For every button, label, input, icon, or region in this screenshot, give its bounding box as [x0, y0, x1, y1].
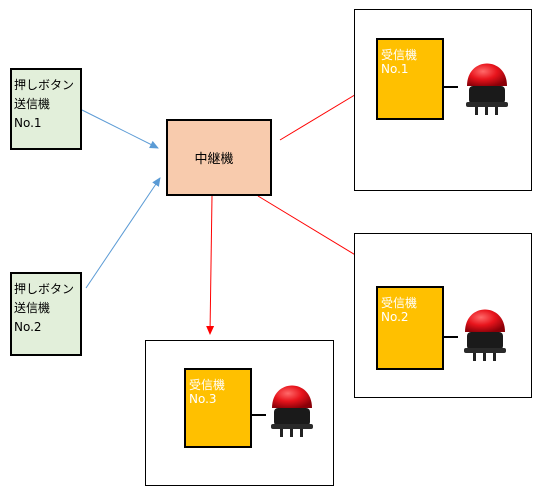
receiver-1-connector [444, 86, 458, 88]
transmitter-1-line3: No.1 [14, 116, 42, 130]
transmitter-1-line1: 押しボタン [14, 78, 75, 92]
receiver-3-line2: No.3 [189, 392, 217, 406]
receiver-1-box: 受信機 No.1 [376, 38, 444, 120]
transmitter-2-line3: No.2 [14, 320, 42, 334]
transmitter-2: 押しボタン 送信機 No.2 [10, 272, 82, 356]
relay-box: 中継機 [166, 119, 272, 196]
transmitter-2-line1: 押しボタン [14, 282, 75, 296]
receiver-2-line1: 受信機 [381, 296, 418, 310]
receiver-3-line1: 受信機 [189, 378, 226, 392]
receiver-2-box: 受信機 No.2 [376, 286, 444, 370]
arrow-tx2-to-relay [85, 177, 161, 289]
transmitter-2-line2: 送信機 [14, 301, 51, 315]
receiver-3-box: 受信機 No.3 [184, 368, 252, 448]
transmitter-1-line2: 送信機 [14, 97, 51, 111]
transmitter-1: 押しボタン 送信機 No.1 [10, 68, 82, 150]
receiver-1-line2: No.1 [381, 62, 409, 76]
red-signal-lamp-icon [464, 309, 506, 361]
red-signal-lamp-icon [466, 63, 508, 115]
receiver-2-line2: No.2 [381, 310, 409, 324]
receiver-3-connector [252, 414, 266, 416]
relay-label: 中継機 [194, 152, 234, 167]
receiver-1-line1: 受信機 [381, 48, 418, 62]
receiver-2-connector [444, 336, 458, 338]
red-signal-lamp-icon [271, 385, 313, 437]
arrow-relay-to-rx3 [206, 195, 215, 335]
arrow-tx1-to-relay [81, 109, 159, 149]
